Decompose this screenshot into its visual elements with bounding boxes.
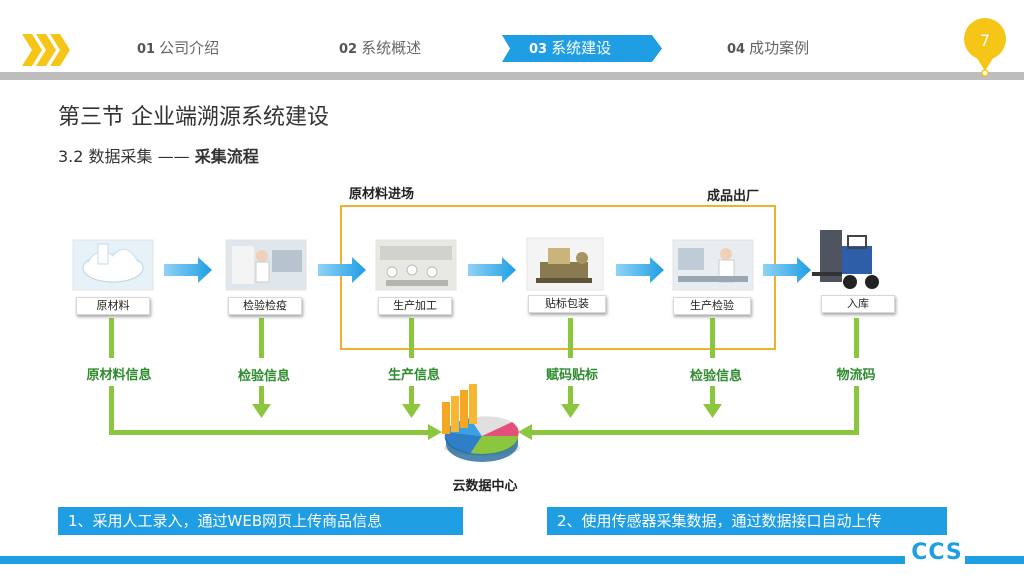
quality-check-image xyxy=(672,239,754,291)
tab-number: 03 xyxy=(529,42,548,57)
page-title: 第三节 企业端溯源系统建设 xyxy=(58,105,329,130)
tab-label: 成功案例 xyxy=(749,39,810,57)
note-sensor-upload: 2、使用传感器采集数据，通过数据接口自动上传 xyxy=(547,507,947,535)
info-label: 赋码贴标 xyxy=(545,368,598,383)
tab-label: 系统概述 xyxy=(361,39,422,57)
page-badge-icon xyxy=(964,18,1006,77)
info-label: 检验信息 xyxy=(237,369,290,384)
tab-label: 系统建设 xyxy=(551,39,612,57)
flow-arrow xyxy=(164,257,212,283)
flow-arrows xyxy=(164,257,811,283)
info-label: 检验信息 xyxy=(689,369,742,384)
step-label: 入库 xyxy=(821,295,895,313)
flow-arrow xyxy=(468,257,516,283)
tab-number: 02 xyxy=(339,42,358,57)
note-manual-entry: 1、采用人工录入，通过WEB网页上传商品信息 xyxy=(58,507,463,535)
step-label: 生产加工 xyxy=(378,297,452,315)
info-label: 原材料信息 xyxy=(86,368,152,383)
page-subtitle: 3.2 数据采集 —— 采集流程 xyxy=(58,143,259,167)
flow-arrow xyxy=(318,257,366,283)
forklift-image xyxy=(812,230,879,289)
process-frame xyxy=(340,205,776,350)
active-tab-background xyxy=(502,35,662,62)
header-divider xyxy=(0,72,1024,80)
lab-inspection-image xyxy=(225,239,307,291)
step-label: 原材料 xyxy=(76,297,150,315)
subtitle-bold: 采集流程 xyxy=(194,147,259,166)
info-label: 生产信息 xyxy=(387,368,440,383)
milk-splash-image xyxy=(72,239,154,291)
cloud-data-center-icon xyxy=(442,384,520,462)
tab-number: 01 xyxy=(137,42,156,57)
footer-divider xyxy=(0,556,905,564)
footer-divider xyxy=(965,556,1024,564)
page-number: 7 xyxy=(979,31,991,50)
tab-number: 04 xyxy=(727,42,746,57)
production-line-image xyxy=(375,239,457,291)
frame-end-label: 成品出厂 xyxy=(707,189,760,204)
green-connectors xyxy=(109,318,859,440)
step-label: 生产检验 xyxy=(673,297,751,315)
labeling-machine-image xyxy=(526,237,604,291)
flow-arrow xyxy=(763,257,811,283)
step-label: 贴标包装 xyxy=(528,295,606,313)
chevron-logo-icon xyxy=(22,34,70,66)
info-label: 物流码 xyxy=(836,368,876,383)
frame-start-label: 原材料进场 xyxy=(349,187,415,202)
cloud-data-center-label: 云数据中心 xyxy=(452,479,518,494)
subtitle-prefix: 3.2 数据采集 —— xyxy=(58,147,195,166)
step-label: 检验检疫 xyxy=(228,297,302,315)
tab-label: 公司介绍 xyxy=(159,39,220,57)
footer-logo: CCS xyxy=(911,540,963,565)
flow-arrow xyxy=(616,257,664,283)
